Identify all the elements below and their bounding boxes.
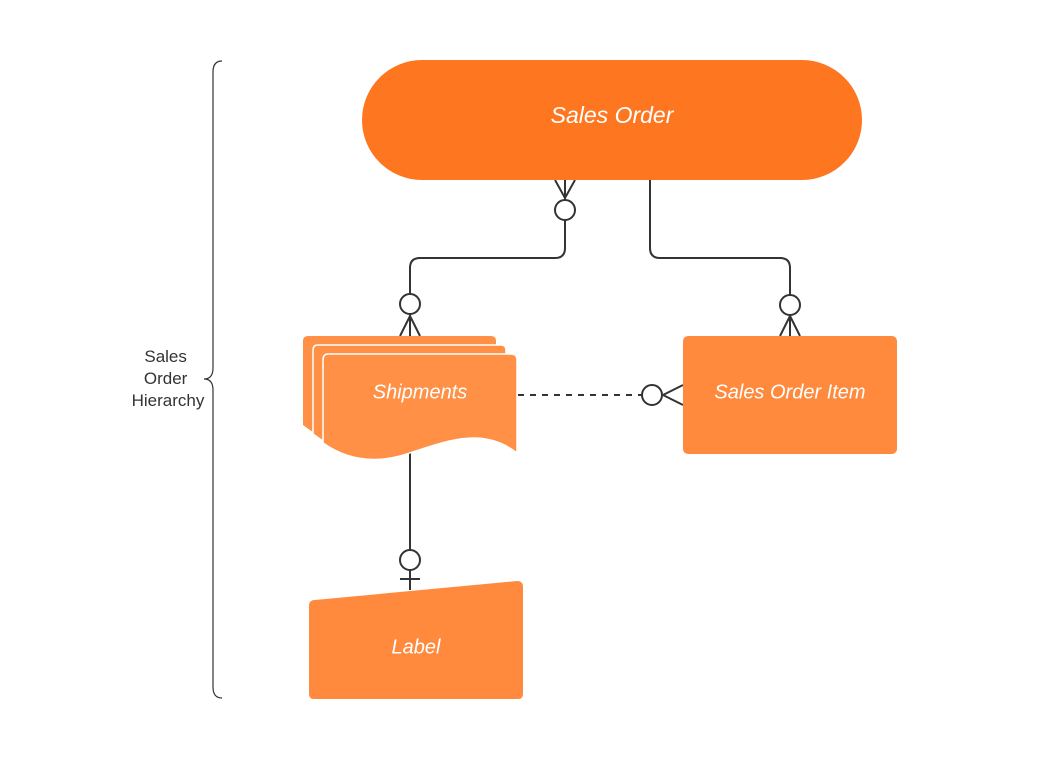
optional-marker — [641, 384, 663, 406]
optional-marker — [779, 294, 801, 316]
group-label-line-3: Hierarchy — [132, 391, 205, 410]
connector-shipments-salesorderitem — [518, 384, 684, 406]
node-sales-order[interactable]: Sales Order — [362, 60, 862, 180]
optional-marker — [554, 199, 576, 221]
node-sales-order-item[interactable]: Sales Order Item — [683, 336, 897, 454]
group-label: Sales Order Hierarchy — [132, 347, 205, 410]
node-sales-order-item-label: Sales Order Item — [714, 381, 865, 403]
group-label-line-1: Sales — [144, 347, 187, 366]
group-label-line-2: Order — [144, 369, 188, 388]
connector-salesorder-shipments — [399, 179, 576, 337]
optional-marker — [399, 293, 421, 315]
node-label[interactable]: Label — [309, 581, 523, 699]
connector-shipments-label — [399, 450, 421, 590]
optional-marker — [399, 549, 421, 571]
node-shipments[interactable]: Shipments — [303, 336, 518, 461]
connector-salesorder-salesorderitem — [649, 180, 801, 337]
node-sales-order-label: Sales Order — [551, 102, 675, 128]
node-label-label: Label — [392, 636, 441, 658]
group-brace — [203, 60, 223, 699]
node-shipments-label: Shipments — [373, 381, 468, 403]
